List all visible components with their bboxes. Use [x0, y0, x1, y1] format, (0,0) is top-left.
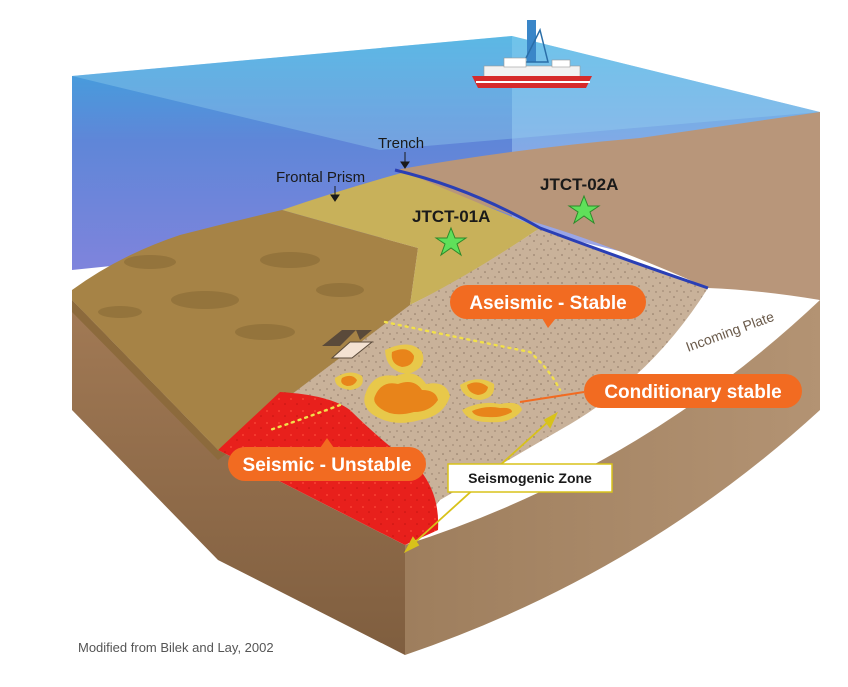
trench-line: [394, 168, 709, 290]
site-jtct-02a-star: [567, 194, 601, 225]
seismic-label: Seismic - Unstable: [243, 455, 412, 476]
aseismic-label: Aseismic - Stable: [469, 293, 626, 314]
credit-text: Modified from Bilek and Lay, 2002: [78, 640, 274, 655]
conditional-callout: [584, 374, 802, 408]
site-jtct-01a-label: JTCT-01A: [412, 207, 490, 226]
accretionary-wedge: [72, 210, 418, 460]
incoming-plate-surface: [395, 112, 820, 300]
seismic-callout-tail: [320, 438, 334, 448]
trench-label: Trench: [378, 135, 424, 152]
fault-motion-icon: [322, 330, 374, 359]
frontal-prism-label: Frontal Prism: [276, 169, 365, 186]
frontal-prism: [282, 172, 540, 305]
incoming-plate-label: Incoming Plate: [684, 308, 777, 355]
conditional-pointer-line: [519, 391, 585, 403]
seismic-callout: [228, 447, 426, 481]
stability-boundaries: [268, 320, 562, 432]
conditional-patches: [334, 344, 522, 423]
aseismic-callout-tail: [542, 318, 556, 328]
conditional-label: Conditionary stable: [604, 382, 781, 403]
drilling-ship-icon: [472, 20, 592, 88]
site-jtct-01a-star: [434, 226, 468, 257]
seismogenic-zone-label: Seismogenic Zone: [468, 470, 592, 486]
seismogenic-zone-box: [447, 463, 613, 493]
label-pointers: [330, 152, 410, 202]
aseismic-callout: [450, 285, 646, 319]
site-jtct-02a-label: JTCT-02A: [540, 175, 618, 194]
